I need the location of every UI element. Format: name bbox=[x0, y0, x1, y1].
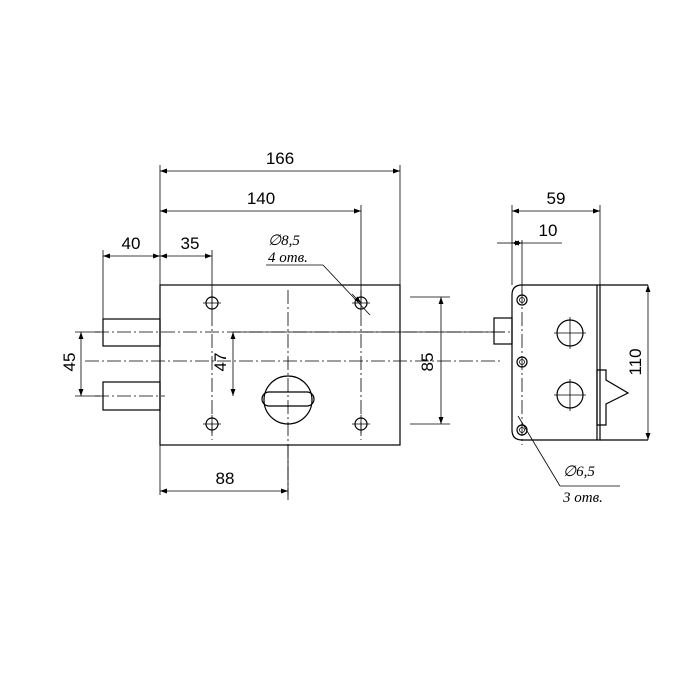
side-view bbox=[493, 284, 648, 445]
hole-small-count-note: 3 отв. bbox=[562, 490, 603, 506]
lock-body-front bbox=[159, 284, 401, 446]
dim-110-label: 110 bbox=[626, 348, 645, 375]
dim-47-label: 47 bbox=[211, 353, 230, 372]
spindle-stub bbox=[493, 317, 513, 345]
dim-45-label: 45 bbox=[60, 353, 79, 372]
dim-88-label: 88 bbox=[216, 469, 235, 488]
dim-40-label: 40 bbox=[122, 234, 141, 253]
dim-140-label: 140 bbox=[247, 189, 275, 208]
dimension-labels: 166 140 40 35 45 47 85 88 59 10 110 ∅8,5… bbox=[60, 149, 645, 506]
dim-59-label: 59 bbox=[547, 189, 566, 208]
dim-10-label: 10 bbox=[539, 221, 558, 240]
bolt-upper bbox=[102, 318, 161, 347]
dimension-lines bbox=[75, 165, 651, 495]
hole-large-diameter-note: ∅8,5 bbox=[268, 233, 300, 249]
dim-35-label: 35 bbox=[181, 234, 200, 253]
hole-large-count-note: 4 отв. bbox=[268, 250, 308, 266]
front-view bbox=[85, 284, 510, 500]
dim-85-label: 85 bbox=[418, 353, 437, 372]
hole-small-diameter-note: ∅6,5 bbox=[563, 464, 595, 480]
lock-body-side bbox=[511, 284, 601, 441]
latch-tongue bbox=[596, 369, 630, 426]
dim-166-label: 166 bbox=[266, 149, 294, 168]
